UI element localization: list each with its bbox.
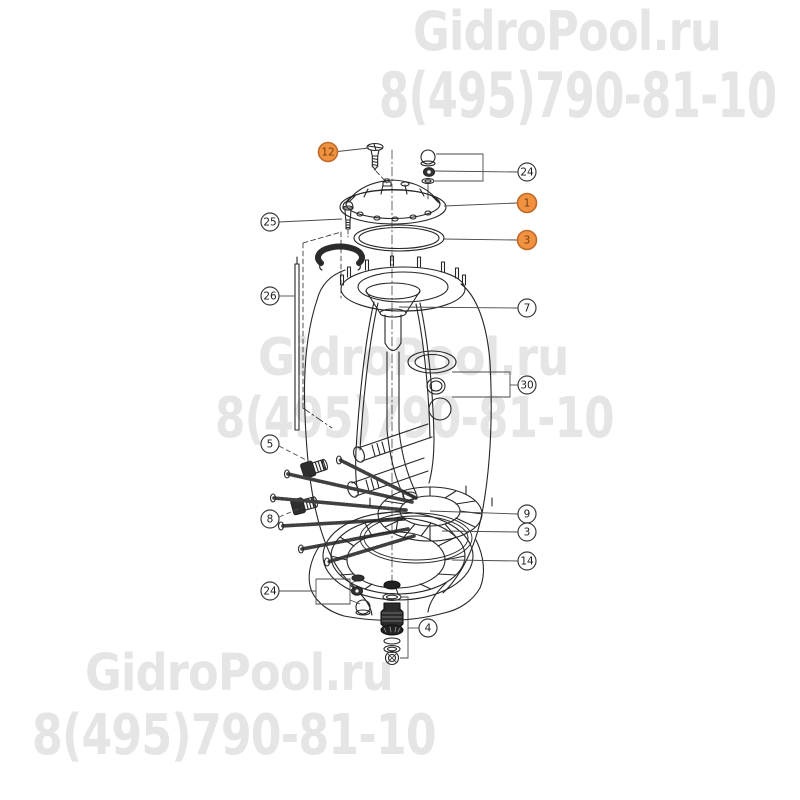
- lid-screw: [366, 142, 388, 184]
- svg-text:30: 30: [520, 380, 533, 392]
- gauge-rod: [294, 256, 300, 431]
- watermark-line: GidroPool.ru: [258, 328, 569, 388]
- callout-7: 7: [398, 298, 537, 318]
- watermark-line: GidroPool.ru: [413, 0, 722, 63]
- svg-text:9: 9: [524, 509, 531, 521]
- diffuser-standpipe: [365, 282, 421, 501]
- watermark-line: GidroPool.ru: [85, 644, 394, 703]
- callout-26: 26: [260, 286, 295, 306]
- svg-text:26: 26: [263, 291, 277, 303]
- clamp-ring: [315, 243, 365, 271]
- tank-body: [303, 269, 492, 594]
- callout-14: 14: [451, 551, 537, 571]
- callout-5: 5: [260, 434, 311, 463]
- hub-ring: [369, 485, 493, 542]
- watermark-line: 8(495)790-81-10: [32, 703, 437, 768]
- plug-upper: [300, 458, 328, 479]
- callout-8: 8: [260, 506, 304, 529]
- callout-24: 24: [260, 578, 361, 605]
- callout-30: 30: [452, 371, 537, 398]
- sight-glass: [407, 350, 457, 421]
- callout-24: 24: [434, 153, 537, 182]
- callout-9: 9: [429, 504, 537, 524]
- lateral-tips: [269, 455, 343, 567]
- callout-25: 25: [260, 212, 343, 232]
- callout-3: 3: [441, 522, 537, 542]
- svg-text:7: 7: [524, 303, 531, 315]
- svg-text:14: 14: [520, 556, 534, 568]
- callout-3[interactable]: 3: [442, 229, 538, 251]
- svg-text:24: 24: [520, 167, 534, 179]
- callout-1[interactable]: 1: [443, 192, 538, 214]
- drain-assembly: [380, 580, 404, 666]
- callout-layer: 12 24 1 25 3 26 7 30 5 8 9 3 14 24 4: [260, 141, 538, 659]
- svg-text:25: 25: [263, 217, 276, 229]
- plug-lower: [290, 496, 318, 516]
- lid-oring: [353, 224, 445, 252]
- svg-text:5: 5: [267, 439, 274, 451]
- air-bleed-valve: [342, 200, 354, 238]
- svg-text:12: 12: [321, 147, 334, 159]
- callout-12[interactable]: 12: [317, 141, 370, 163]
- svg-text:3: 3: [524, 527, 531, 539]
- svg-text:24: 24: [263, 586, 277, 598]
- svg-text:8: 8: [267, 514, 274, 526]
- watermark-line: 8(495)790-81-10: [379, 59, 777, 132]
- callout-4: 4: [400, 596, 438, 659]
- watermark-line: 8(495)790-81-10: [215, 386, 615, 451]
- svg-text:3: 3: [524, 235, 531, 247]
- svg-text:1: 1: [524, 198, 531, 210]
- lid: [339, 178, 447, 225]
- dashed-panel: [302, 231, 342, 429]
- top-fastener-set: [420, 149, 436, 200]
- bottom-fastener-set: [350, 574, 371, 616]
- svg-text:4: 4: [425, 623, 432, 635]
